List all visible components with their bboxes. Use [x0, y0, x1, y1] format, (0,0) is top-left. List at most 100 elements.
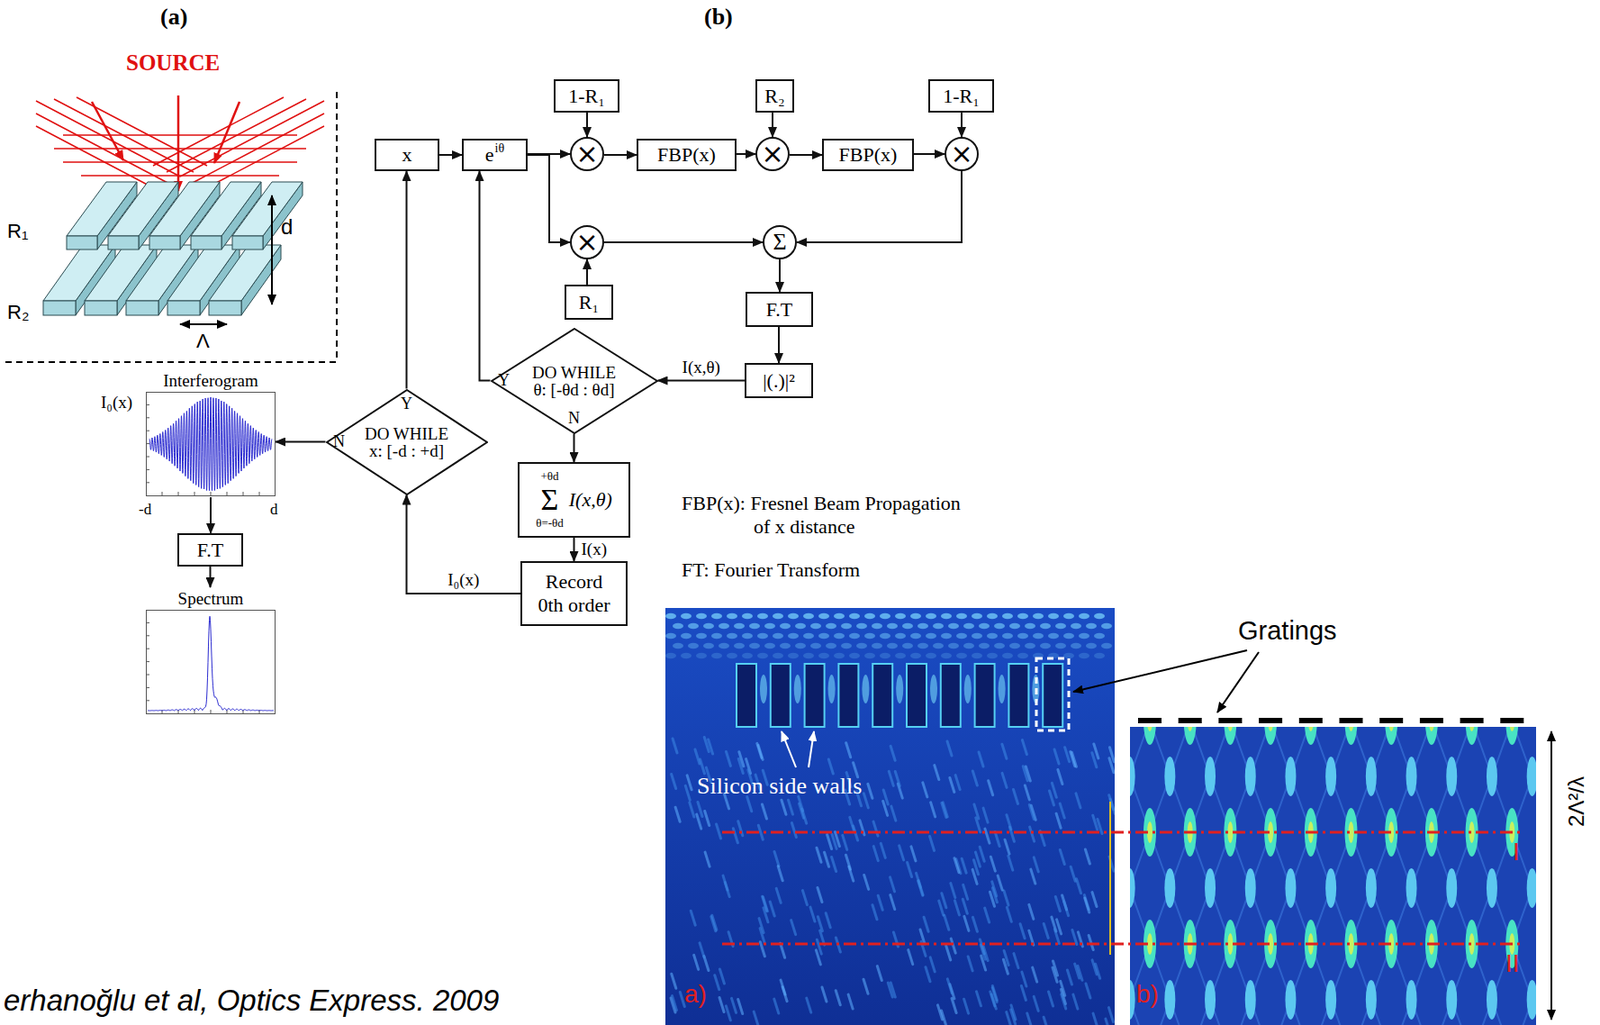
- silicon-wall: [736, 663, 757, 727]
- process-box: 1-R₁: [928, 79, 995, 113]
- field-spot: [1527, 756, 1537, 796]
- field-streak: [1060, 980, 1066, 995]
- field-streak: [1088, 934, 1094, 950]
- field-spot: [1384, 726, 1398, 745]
- field-ripple: [894, 632, 906, 639]
- field-ripple: [764, 642, 776, 649]
- field-spot: [1388, 726, 1394, 732]
- base-text: e: [485, 143, 495, 166]
- highlight-box: [1036, 658, 1069, 731]
- plot-axes: [145, 391, 276, 497]
- field-ripple: [925, 652, 937, 659]
- field-streak: [791, 822, 796, 838]
- panel-label: (a): [160, 3, 188, 31]
- field-streak: [817, 886, 823, 902]
- silicon-wall: [1042, 663, 1063, 727]
- bar-top: [208, 244, 281, 301]
- field-ripple: [741, 632, 753, 639]
- edge-label: I(x,θ): [680, 358, 723, 378]
- axis-tick: [210, 491, 212, 496]
- field-streak: [685, 785, 690, 800]
- bar-front: [84, 300, 118, 316]
- field-streak: [762, 895, 768, 911]
- field-streak: [930, 835, 935, 850]
- field-streak: [978, 751, 984, 767]
- grating-marks: [1138, 717, 1524, 724]
- field-ripple: [787, 613, 799, 619]
- field-ripple: [994, 623, 1005, 629]
- connector: [771, 112, 774, 137]
- plot-title: Interferogram: [162, 369, 259, 392]
- field-ripple: [925, 613, 937, 619]
- field-streak: [991, 994, 996, 1009]
- connector: [275, 441, 326, 443]
- field-streak: [732, 997, 737, 1013]
- field-streak: [1093, 814, 1098, 830]
- field-ripple: [718, 642, 730, 649]
- field-streak: [725, 1005, 731, 1021]
- field-streak: [774, 851, 779, 867]
- edge-label: I(x): [579, 540, 609, 560]
- grating-mark: [1138, 717, 1162, 724]
- field-streak: [831, 857, 837, 872]
- axis-tick: [243, 491, 245, 496]
- field-ripple: [833, 632, 845, 639]
- box-text: FBP(x): [657, 143, 716, 167]
- field-ripple: [1002, 613, 1013, 619]
- box-text: |(.)|²: [762, 369, 796, 393]
- field-streak: [1057, 919, 1062, 934]
- axis-tick: [145, 442, 150, 444]
- field-ripple: [1017, 652, 1029, 659]
- image-label: b): [1136, 979, 1159, 1009]
- sum-limit: θ=-θd: [535, 515, 564, 531]
- multiplier-circle: ×: [569, 225, 605, 260]
- field-streak: [708, 739, 714, 754]
- process-box: |(.)|²: [744, 362, 814, 398]
- field-streak: [699, 942, 705, 958]
- field-spot: [1204, 979, 1216, 1020]
- field-spot: [1365, 756, 1377, 796]
- field-streak: [671, 774, 677, 789]
- multiplier-circle: ×: [569, 136, 605, 172]
- field-ripple: [726, 632, 738, 639]
- field-ripple: [680, 613, 692, 619]
- field-streak: [696, 813, 702, 829]
- connector: [736, 153, 756, 155]
- field-streak: [1070, 866, 1076, 881]
- plot-panel: Interferogram: [145, 369, 276, 498]
- field-ripple: [810, 642, 822, 649]
- field-streak: [992, 881, 997, 896]
- plane-label: II: [1505, 949, 1520, 978]
- field-streak: [675, 806, 680, 822]
- process-box: Record 0th order: [520, 560, 628, 626]
- field-streak: [1092, 959, 1097, 975]
- plane-line: [722, 831, 1522, 944]
- field-spot: [1365, 867, 1377, 908]
- field-streak: [753, 1011, 759, 1025]
- field-ripple: [871, 623, 883, 629]
- field-spot: [1486, 756, 1498, 796]
- field-streak: [951, 997, 957, 1013]
- axis-tick: [145, 674, 150, 676]
- decision-text: DO WHILE: [532, 363, 616, 381]
- field-spot: [1486, 979, 1498, 1020]
- field-ripple: [840, 623, 852, 629]
- field-ripple: [1024, 642, 1036, 649]
- connector: [586, 112, 588, 137]
- source-label: SOURCE: [126, 50, 220, 76]
- field-ripple: [711, 652, 723, 659]
- plane-label: I: [1512, 837, 1520, 867]
- field-spot: [1365, 979, 1377, 1020]
- field-ripple: [940, 613, 952, 619]
- connector: [960, 112, 963, 137]
- field-ripple: [879, 613, 891, 619]
- silicon-wall: [906, 663, 927, 727]
- bar-front: [232, 235, 263, 250]
- field-streak: [1006, 906, 1012, 922]
- field-ripple: [1070, 642, 1082, 649]
- grating-mark: [1500, 717, 1524, 724]
- field-ripple: [963, 642, 975, 649]
- field-ripple: [733, 642, 745, 649]
- field-ripple: [772, 632, 784, 639]
- field-spot: [1227, 932, 1233, 955]
